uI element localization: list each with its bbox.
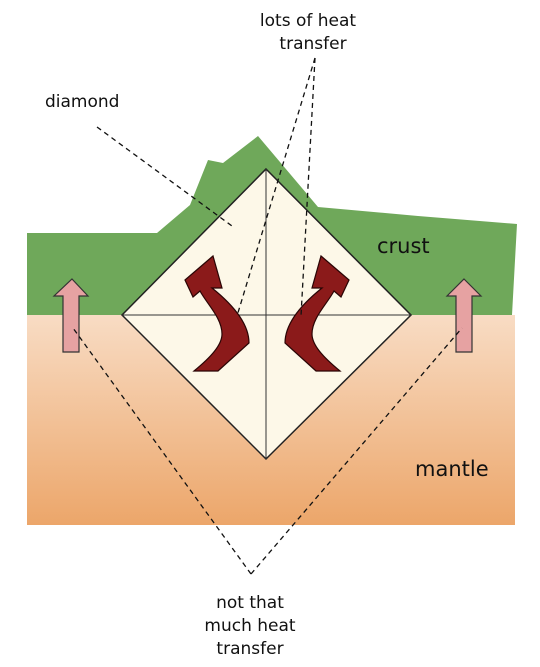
heat-arrow-right [284,254,350,372]
label-heat-transfer-line2: transfer [279,34,346,54]
leader-line-top-right [300,57,316,317]
label-low-heat-line1: not that [216,593,284,613]
leader-line-bottom-left [72,327,252,575]
label-low-heat-line3: transfer [216,639,283,659]
leader-line-bottom-right [250,327,463,575]
label-low-heat-line2: much heat [204,616,296,636]
heat-arrow-left [184,254,250,372]
label-mantle: mantle [415,457,489,481]
upward-arrow-left [52,278,90,353]
label-crust: crust [377,234,430,258]
label-heat-transfer-line1: lots of heat [260,11,356,31]
upward-arrow-right [445,278,483,353]
leader-lines [72,57,463,575]
label-diamond: diamond [45,92,119,112]
leader-line-diamond [96,126,233,227]
